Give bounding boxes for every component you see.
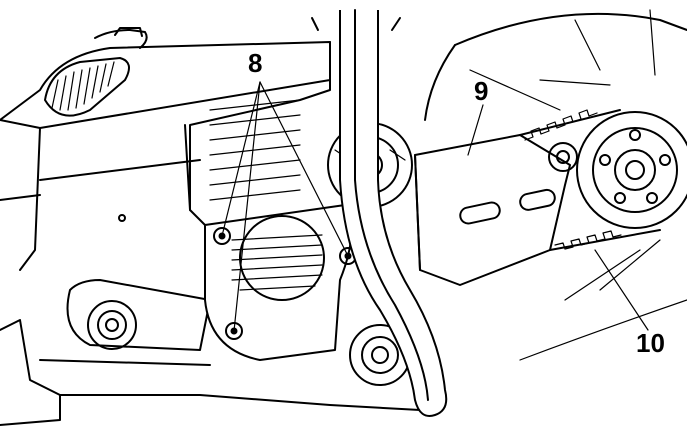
cooling-vents xyxy=(44,57,130,117)
callout-label-8: 8 xyxy=(248,48,262,78)
callout-label-9: 9 xyxy=(474,76,488,106)
drive-belt xyxy=(519,109,661,251)
callout-leaders xyxy=(221,81,649,332)
blade-pulley xyxy=(576,111,687,229)
cutting-blade xyxy=(424,9,687,361)
belt-guard xyxy=(414,134,571,286)
front-cover xyxy=(204,204,357,361)
front-handle xyxy=(311,9,448,417)
engine-housing xyxy=(0,27,331,271)
tensioner-pulley xyxy=(548,142,578,172)
callout-label-10: 10 xyxy=(636,328,665,358)
cylinder-fins xyxy=(184,99,301,226)
cutting-arm xyxy=(0,279,421,426)
